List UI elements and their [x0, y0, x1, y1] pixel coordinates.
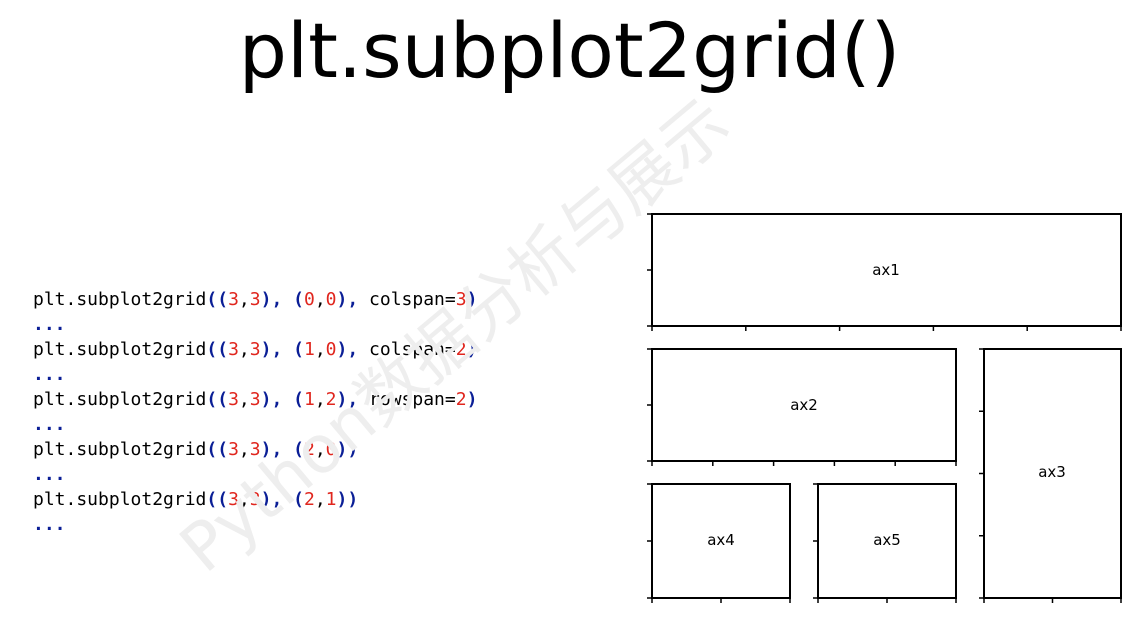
code-block: plt.subplot2grid((3,3), (0,0), colspan=3… — [33, 287, 477, 537]
code-line: plt.subplot2grid((3,3), (0,0), colspan=3… — [33, 287, 477, 312]
ax3-label: ax3 — [1038, 463, 1066, 481]
ax1-ticks — [647, 213, 1122, 331]
code-token: (( — [206, 389, 229, 410]
code-token: , — [314, 439, 326, 460]
code-token: ), — [336, 389, 370, 410]
ax2-label: ax2 — [790, 396, 818, 414]
axes-ax3: ax3 — [979, 348, 1122, 603]
axes-ax5: ax5 — [813, 483, 957, 603]
code-token: 3 — [228, 289, 239, 310]
code-token: ) — [466, 289, 478, 310]
code-token: 3 — [228, 439, 239, 460]
code-token: plt.subplot2grid — [33, 339, 207, 360]
ax2-ticks — [647, 348, 957, 466]
code-token: 3 — [228, 339, 239, 360]
code-token: , — [238, 489, 250, 510]
code-token: ), ( — [260, 289, 304, 310]
code-token: 3 — [249, 489, 261, 510]
code-token: colspan= — [369, 289, 456, 310]
code-token: ... — [33, 414, 66, 435]
code-line: plt.subplot2grid((3,3), (1,2), rowspan=2… — [33, 387, 477, 412]
code-token: ), — [336, 289, 370, 310]
code-token: )) — [336, 489, 359, 510]
code-line: ... — [33, 412, 477, 437]
code-token: rowspan= — [369, 389, 456, 410]
code-token: , — [238, 439, 250, 460]
code-token: plt.subplot2grid — [33, 389, 207, 410]
code-token: 1 — [303, 389, 315, 410]
code-line: plt.subplot2grid((3,3), (1,0), colspan=2… — [33, 337, 477, 362]
code-token: 2 — [325, 389, 337, 410]
code-token: 3 — [249, 289, 261, 310]
code-token: ), ( — [260, 389, 304, 410]
code-token: 2 — [455, 339, 467, 360]
code-token: , — [314, 339, 326, 360]
ax4-ticks — [647, 483, 791, 603]
axes-ax4: ax4 — [647, 483, 791, 603]
code-token: colspan= — [369, 339, 456, 360]
code-token: 2 — [303, 439, 315, 460]
code-token: ... — [33, 314, 66, 335]
code-token: 3 — [249, 339, 261, 360]
code-token: 1 — [303, 339, 315, 360]
ax5-ticks — [813, 483, 957, 603]
code-token: ) — [466, 339, 478, 360]
code-token: , — [238, 389, 250, 410]
code-token: )) — [336, 439, 359, 460]
code-line: ... — [33, 312, 477, 337]
code-token: , — [314, 489, 326, 510]
code-token: 0 — [303, 289, 315, 310]
code-line: ... — [33, 362, 477, 387]
code-token: 3 — [228, 389, 239, 410]
code-line: ... — [33, 462, 477, 487]
code-line: plt.subplot2grid((3,3), (2,0)) — [33, 437, 477, 462]
ax1-label: ax1 — [872, 261, 900, 279]
code-token: ), ( — [260, 439, 304, 460]
ax4-label: ax4 — [707, 531, 735, 549]
axes-ax2: ax2 — [647, 348, 957, 466]
code-token: ), ( — [260, 339, 304, 360]
code-token: 3 — [228, 489, 239, 510]
code-token: (( — [206, 289, 229, 310]
code-token: 0 — [325, 289, 337, 310]
code-token: plt.subplot2grid — [33, 489, 207, 510]
code-token: , — [238, 289, 250, 310]
code-token: 3 — [455, 289, 467, 310]
ax5-label: ax5 — [873, 531, 901, 549]
code-token: 3 — [249, 389, 261, 410]
code-token: plt.subplot2grid — [33, 439, 207, 460]
code-token: 2 — [303, 489, 315, 510]
code-token: , — [238, 339, 250, 360]
code-token: , — [314, 389, 326, 410]
code-token: ), — [336, 339, 370, 360]
code-token: 2 — [455, 389, 467, 410]
axes-ax1: ax1 — [647, 213, 1122, 331]
code-token: 0 — [325, 339, 337, 360]
code-token: ), ( — [260, 489, 304, 510]
code-token: (( — [206, 489, 229, 510]
page-title: plt.subplot2grid() — [238, 6, 901, 95]
code-token: ... — [33, 464, 66, 485]
code-line: plt.subplot2grid((3,3), (2,1)) — [33, 487, 477, 512]
code-token: ) — [466, 389, 478, 410]
code-token: plt.subplot2grid — [33, 289, 207, 310]
code-token: (( — [206, 439, 229, 460]
ax3-ticks — [979, 348, 1122, 603]
code-token: ... — [33, 364, 66, 385]
code-token: 3 — [249, 439, 261, 460]
code-token: 0 — [325, 439, 337, 460]
code-token: ... — [33, 514, 66, 535]
code-token: , — [314, 289, 326, 310]
code-token: 1 — [325, 489, 337, 510]
code-token: (( — [206, 339, 229, 360]
code-line: ... — [33, 512, 477, 537]
